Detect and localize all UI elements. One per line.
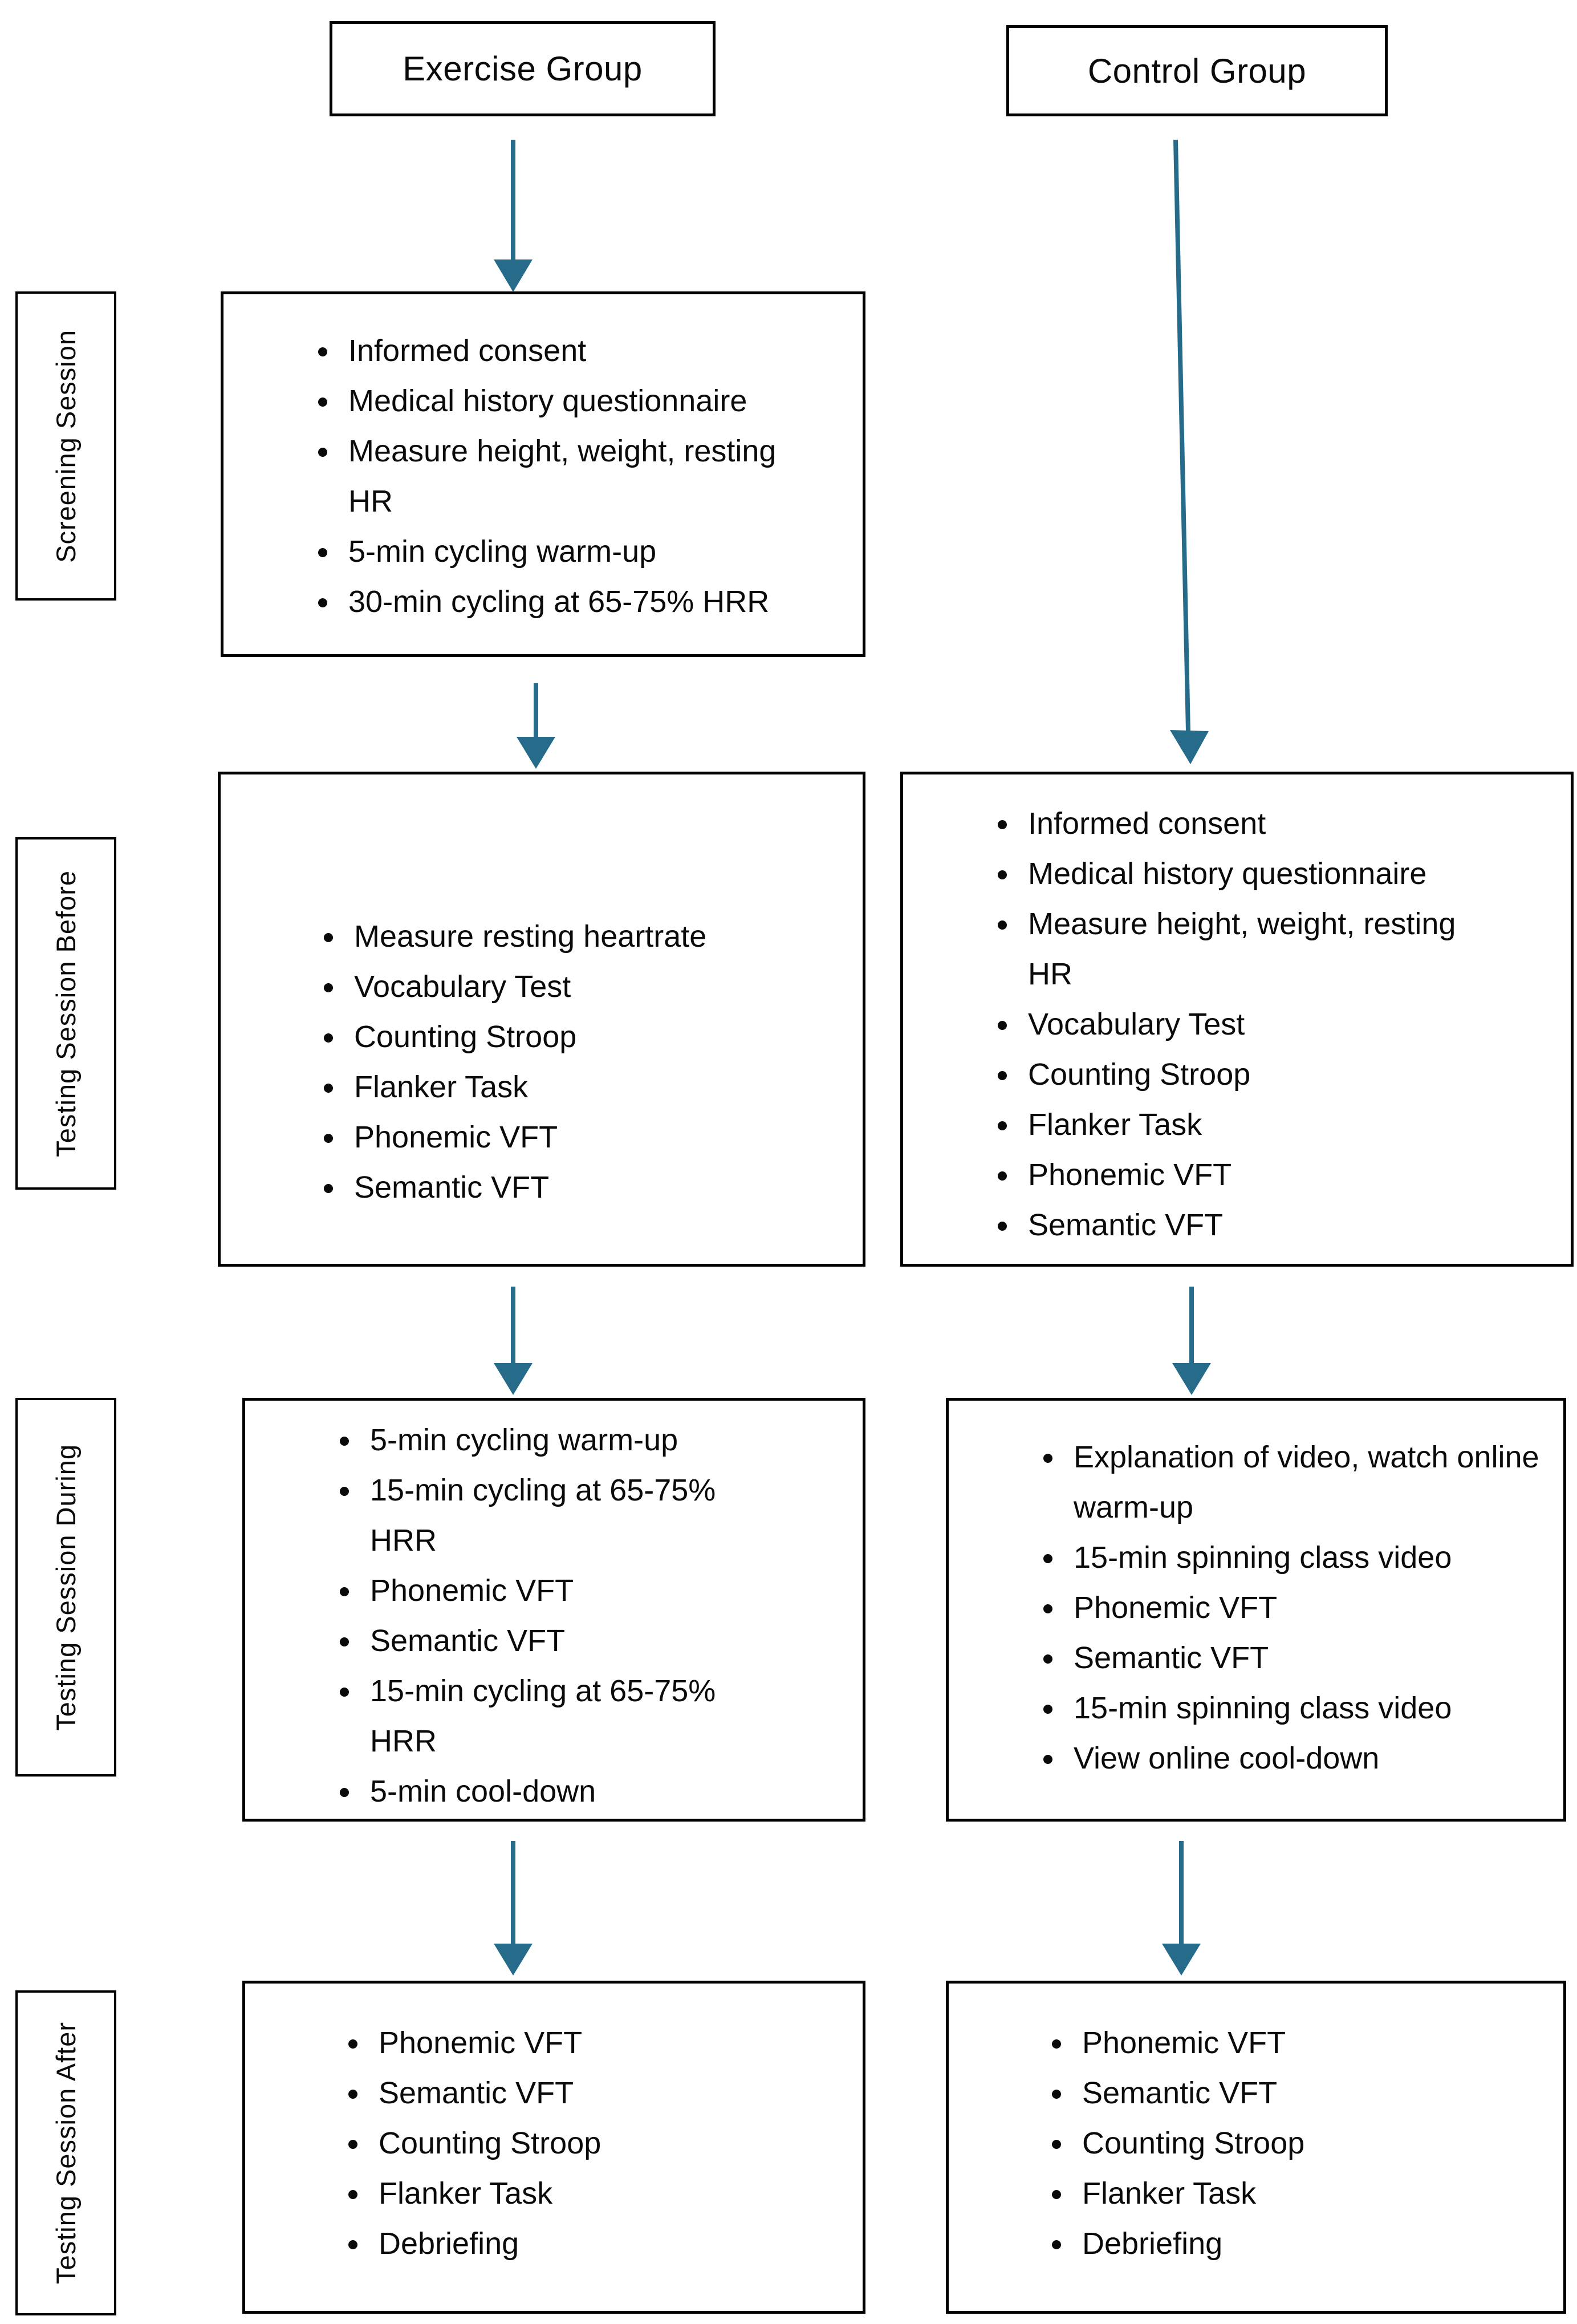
control-testing-after-list: Phonemic VFTSemantic VFTCounting StroopF… bbox=[974, 2018, 1529, 2269]
list-item: Counting Stroop bbox=[371, 2118, 828, 2168]
list-item: Vocabulary Test bbox=[346, 962, 828, 1012]
exercise-testing-after-box: Phonemic VFTSemantic VFTCounting StroopF… bbox=[242, 1981, 865, 2314]
exercise-testing-after-list: Phonemic VFTSemantic VFTCounting StroopF… bbox=[271, 2018, 828, 2269]
list-item: Phonemic VFT bbox=[346, 1112, 828, 1162]
list-item: Phonemic VFT bbox=[1020, 1150, 1508, 1200]
exercise-group-header-label: Exercise Group bbox=[403, 50, 643, 88]
control-testing-before-box: Informed consentMedical history question… bbox=[900, 772, 1574, 1267]
list-item: Semantic VFT bbox=[1074, 2068, 1529, 2118]
arrow-control-before-to-during bbox=[1172, 1287, 1211, 1395]
arrow-control-during-to-after bbox=[1162, 1841, 1201, 1976]
list-item: Semantic VFT bbox=[362, 1616, 737, 1666]
list-item: 5-min cool-down bbox=[362, 1766, 737, 1816]
list-item: Semantic VFT bbox=[371, 2068, 828, 2118]
list-item: Measure height, weight, resting HR bbox=[1020, 899, 1508, 999]
exercise-testing-during-box: 5-min cycling warm-up15-min cycling at 6… bbox=[242, 1398, 865, 1822]
row-label-text: Testing Session After bbox=[51, 2022, 81, 2284]
row-label-text: Testing Session Before bbox=[51, 870, 81, 1157]
list-item: 15-min cycling at 65-75% HRR bbox=[362, 1465, 737, 1565]
list-item: Flanker Task bbox=[346, 1062, 828, 1112]
control-testing-during-list: Explanation of video, watch online warm-… bbox=[966, 1432, 1541, 1783]
control-group-header-label: Control Group bbox=[1087, 51, 1307, 90]
control-group-header: Control Group bbox=[1006, 25, 1388, 116]
list-item: Medical history questionnaire bbox=[1020, 849, 1508, 899]
list-item: Vocabulary Test bbox=[1020, 999, 1508, 1049]
control-testing-during-box: Explanation of video, watch online warm-… bbox=[946, 1398, 1566, 1822]
list-item: 15-min spinning class video bbox=[1066, 1532, 1541, 1583]
list-item: 5-min cycling warm-up bbox=[362, 1415, 737, 1465]
arrow-exercise-during-to-after bbox=[494, 1841, 533, 1976]
list-item: Semantic VFT bbox=[1020, 1200, 1508, 1250]
list-item: Informed consent bbox=[1020, 798, 1508, 849]
list-item: Medical history questionnaire bbox=[340, 376, 817, 426]
list-item: Debriefing bbox=[1074, 2218, 1529, 2269]
list-item: Semantic VFT bbox=[346, 1162, 828, 1212]
list-item: Debriefing bbox=[371, 2218, 828, 2269]
list-item: 15-min cycling at 65-75% HRR bbox=[362, 1666, 737, 1766]
list-item: Phonemic VFT bbox=[1066, 1583, 1541, 1633]
list-item: Counting Stroop bbox=[1074, 2118, 1529, 2168]
list-item: Informed consent bbox=[340, 326, 817, 376]
list-item: Flanker Task bbox=[1074, 2168, 1529, 2218]
exercise-testing-before-box: Measure resting heartrateVocabulary Test… bbox=[218, 772, 865, 1267]
list-item: Phonemic VFT bbox=[1074, 2018, 1529, 2068]
arrow-screening-to-exercise-before bbox=[517, 683, 555, 769]
list-item: Counting Stroop bbox=[346, 1012, 828, 1062]
list-item: Semantic VFT bbox=[1066, 1633, 1541, 1683]
list-item: View online cool-down bbox=[1066, 1733, 1541, 1783]
list-item: Flanker Task bbox=[371, 2168, 828, 2218]
list-item: Phonemic VFT bbox=[362, 1565, 737, 1616]
list-item: Flanker Task bbox=[1020, 1100, 1508, 1150]
arrow-exercise-header-to-screening bbox=[494, 140, 533, 292]
row-label-testing-session-during: Testing Session During bbox=[15, 1398, 116, 1777]
list-item: Explanation of video, watch online warm-… bbox=[1066, 1432, 1541, 1532]
list-item: Counting Stroop bbox=[1020, 1049, 1508, 1100]
arrow-control-header-to-before bbox=[1170, 139, 1209, 764]
list-item: 30-min cycling at 65-75% HRR bbox=[340, 577, 817, 627]
row-label-testing-session-before: Testing Session Before bbox=[15, 837, 116, 1190]
list-item: 15-min spinning class video bbox=[1066, 1683, 1541, 1733]
row-label-text: Testing Session During bbox=[51, 1443, 81, 1731]
row-label-text: Screening Session bbox=[51, 329, 81, 563]
exercise-testing-before-list: Measure resting heartrateVocabulary Test… bbox=[246, 911, 828, 1212]
row-label-testing-session-after: Testing Session After bbox=[15, 1990, 116, 2315]
exercise-screening-list: Informed consentMedical history question… bbox=[241, 326, 817, 627]
control-testing-after-box: Phonemic VFTSemantic VFTCounting StroopF… bbox=[946, 1981, 1566, 2314]
list-item: Phonemic VFT bbox=[371, 2018, 828, 2068]
row-label-screening-session: Screening Session bbox=[15, 291, 116, 601]
list-item: 5-min cycling warm-up bbox=[340, 526, 817, 577]
exercise-testing-during-list: 5-min cycling warm-up15-min cycling at 6… bbox=[262, 1415, 737, 1816]
control-testing-before-list: Informed consentMedical history question… bbox=[920, 798, 1508, 1250]
exercise-screening-box: Informed consentMedical history question… bbox=[221, 291, 865, 657]
list-item: Measure resting heartrate bbox=[346, 911, 828, 962]
exercise-group-header: Exercise Group bbox=[330, 21, 716, 116]
list-item: Measure height, weight, resting HR bbox=[340, 426, 817, 526]
arrow-exercise-before-to-during bbox=[494, 1287, 533, 1395]
